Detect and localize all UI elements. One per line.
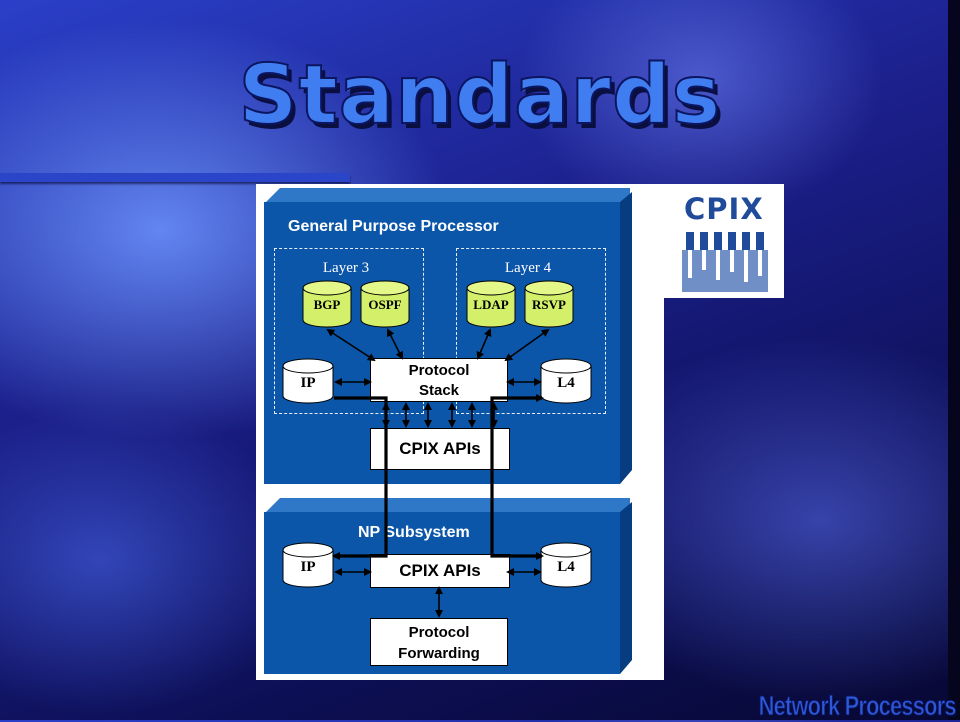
bgp-cylinder: BGP: [302, 280, 352, 330]
np-ip-cylinder-shape: [282, 542, 334, 588]
np-ip-cylinder: IP: [282, 542, 334, 590]
layer4-label: Layer 4: [504, 260, 552, 276]
protocol-stack-line2: Stack: [418, 382, 460, 399]
connector-arrows: [326, 328, 550, 618]
np-l4-cylinder: L4: [540, 542, 592, 590]
right-edge-shadow: [948, 0, 960, 720]
cpix-logo: CPIX: [664, 184, 784, 298]
ospf-cylinder-shape: [360, 280, 410, 328]
rsvp-cylinder-shape: [524, 280, 574, 328]
architecture-diagram: General Purpose Processor Layer 3 Layer …: [256, 184, 664, 680]
protocol-stack-box: Protocol Stack: [370, 358, 508, 402]
gpp-panel-side: [620, 192, 632, 484]
title-underline: [0, 173, 350, 182]
rsvp-cylinder: RSVP: [524, 280, 574, 330]
gpp-cpix-apis-label: CPIX APIs: [399, 439, 481, 458]
np-cpix-apis-label: CPIX APIs: [399, 561, 481, 580]
ldap-cylinder-shape: [466, 280, 516, 328]
np-l4-label: L4: [557, 559, 575, 575]
protocol-forwarding-box: Protocol Forwarding: [370, 618, 508, 666]
protocol-forwarding-line1: Protocol: [408, 624, 470, 641]
bgp-label: BGP: [313, 297, 341, 312]
np-ip-label: IP: [300, 559, 316, 575]
ldap-label: LDAP: [473, 297, 509, 312]
np-l4-cylinder-shape: [540, 542, 592, 588]
layer3-label: Layer 3: [322, 260, 370, 276]
np-panel-side: [620, 502, 632, 674]
gpp-ip-label: IP: [300, 375, 316, 391]
gpp-l4-cylinder-shape: [540, 358, 592, 404]
ospf-label: OSPF: [368, 297, 402, 312]
ospf-cylinder: OSPF: [360, 280, 410, 330]
layer4-region: [456, 248, 606, 414]
rsvp-label: RSVP: [532, 297, 566, 312]
gpp-l4-label: L4: [557, 375, 575, 391]
gpp-title: General Purpose Processor: [288, 218, 499, 235]
np-cpix-apis-box: CPIX APIs: [370, 554, 510, 588]
cpix-logo-bars: [682, 232, 768, 292]
footer-label: Network Processors: [758, 690, 957, 722]
layer3-region: [274, 248, 424, 414]
gpp-ip-cylinder-shape: [282, 358, 334, 404]
gpp-ip-cylinder: IP: [282, 358, 334, 406]
bgp-cylinder-shape: [302, 280, 352, 328]
gpp-cpix-apis-box: CPIX APIs: [370, 428, 510, 470]
gpp-l4-cylinder: L4: [540, 358, 592, 406]
protocol-forwarding-line2: Forwarding: [398, 645, 480, 662]
protocol-stack-line1: Protocol: [408, 362, 470, 379]
cpix-logo-text: CPIX: [684, 192, 764, 226]
ldap-cylinder: LDAP: [466, 280, 516, 330]
gpp-panel-top: [266, 188, 630, 202]
slide-title: Standards: [238, 47, 722, 144]
